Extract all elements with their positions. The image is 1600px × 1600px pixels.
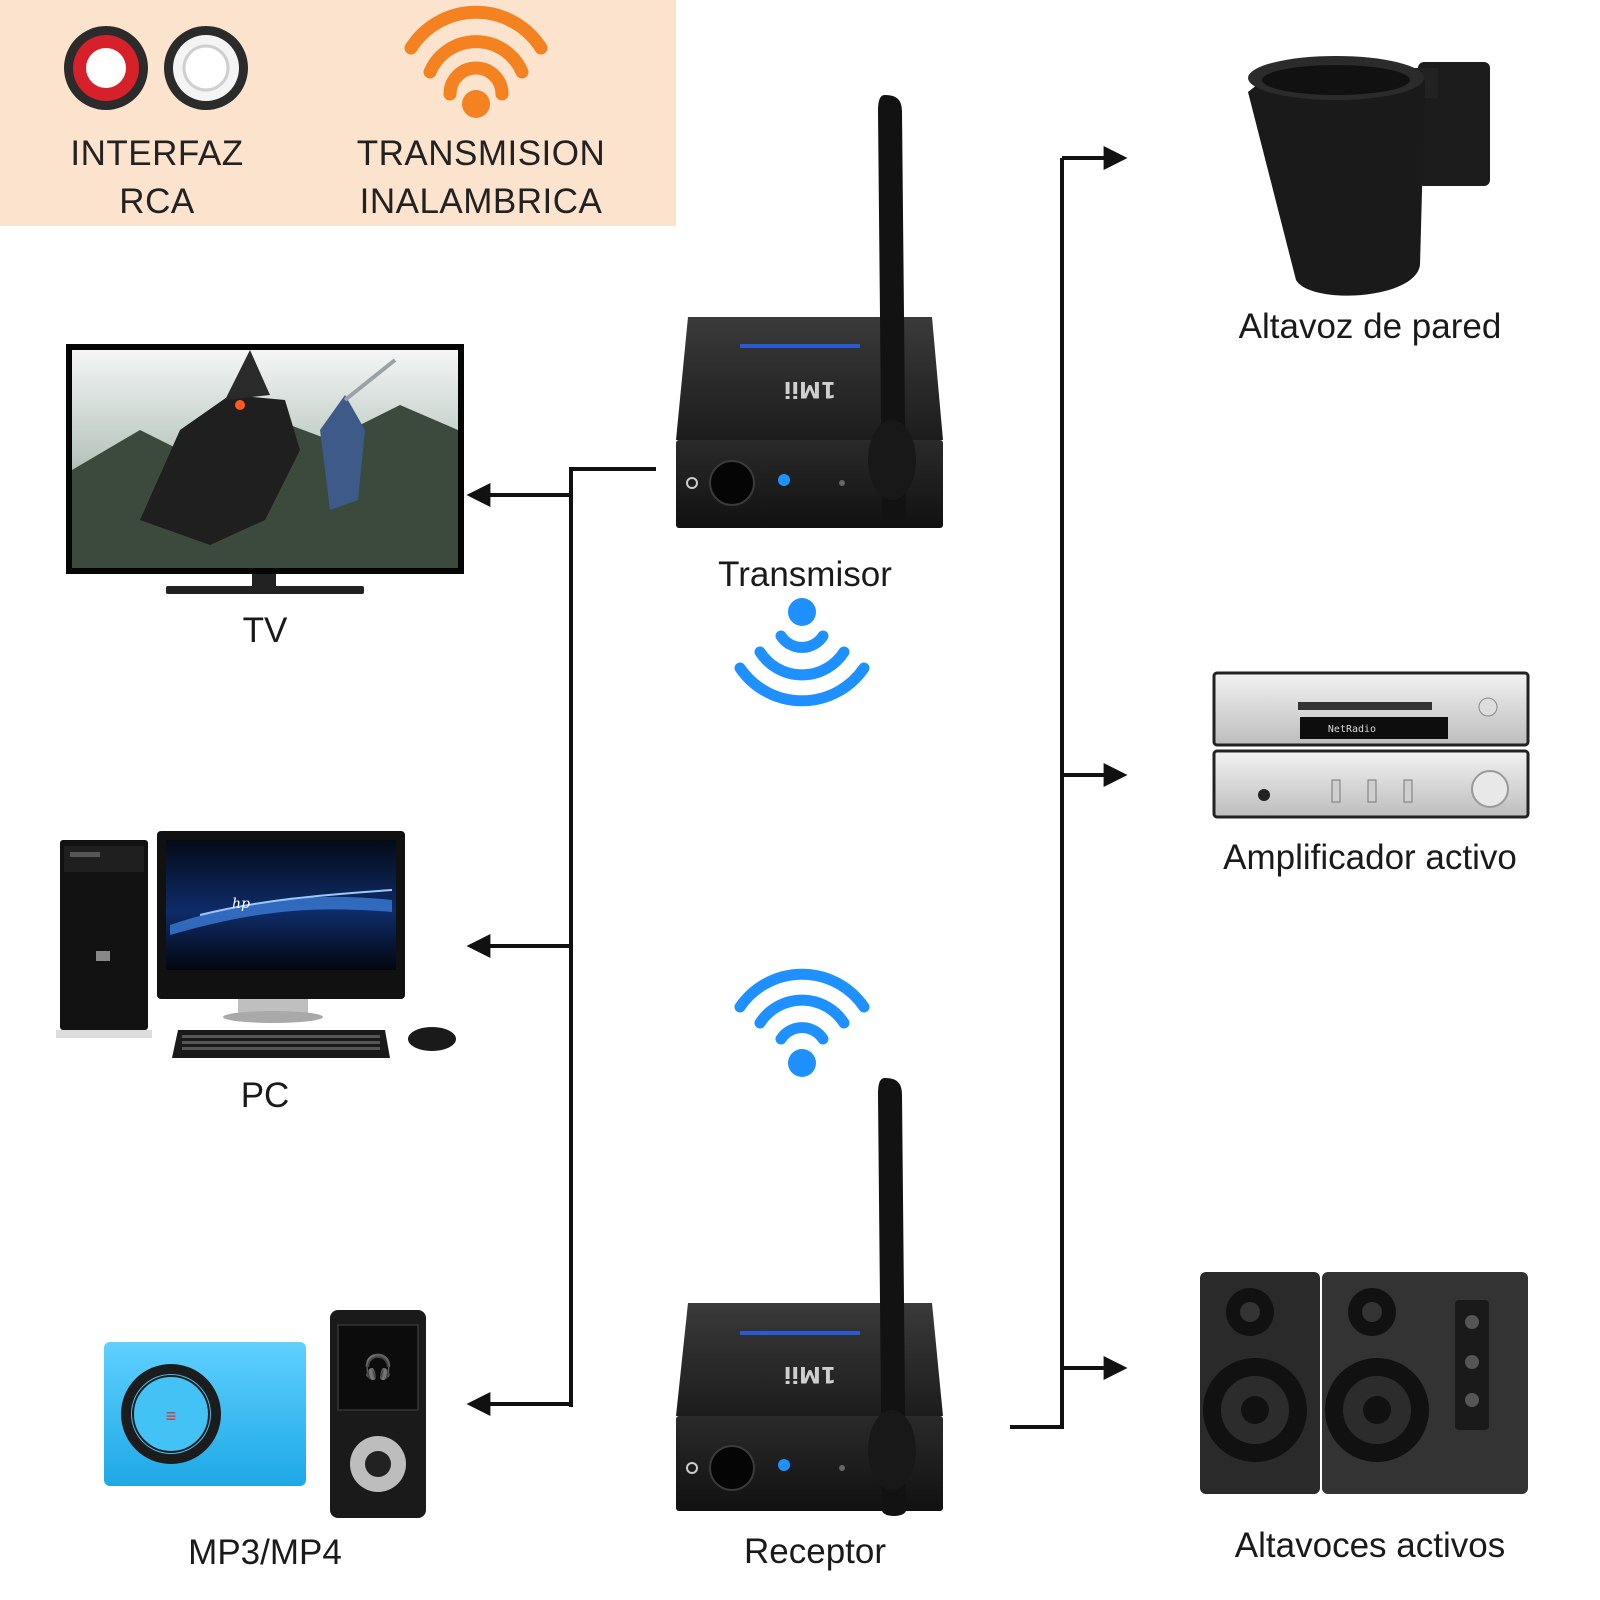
rca-legend-label: INTERFAZ RCA	[42, 130, 272, 226]
rca-connectors-icon	[64, 26, 248, 110]
wifi-icon	[404, 5, 548, 118]
source-label-pc: PC	[240, 1076, 290, 1115]
svg-text:hp: hp	[232, 896, 250, 912]
svg-text:🎧: 🎧	[363, 1353, 393, 1381]
rca-label-line2: RCA	[119, 182, 195, 221]
mp3-player-image: ≡ 🎧	[104, 1310, 426, 1518]
transmitter-label: Transmisor	[718, 555, 892, 594]
receiver-device: 1Mii	[676, 1078, 943, 1516]
transmitter-device: 1Mii	[676, 95, 943, 528]
active-speakers-image	[1200, 1272, 1528, 1494]
wireless-legend-label: TRANSMISION INALAMBRICA	[336, 130, 626, 226]
transmit-signal-icon	[734, 598, 870, 707]
amp-display-text: NetRadio	[1328, 724, 1376, 735]
receiver-brand-marking: 1Mii	[784, 1361, 836, 1386]
wall-speaker-image	[1248, 56, 1490, 296]
pc-image: hp	[56, 831, 456, 1058]
output-label-wall-speaker: Altavoz de pared	[1238, 307, 1502, 346]
source-connector-lines	[466, 467, 656, 1416]
receive-signal-icon	[734, 968, 870, 1077]
svg-text:≡: ≡	[166, 1406, 177, 1426]
receiver-label: Receptor	[743, 1532, 887, 1571]
output-connector-lines	[1010, 146, 1128, 1429]
output-label-amplifier: Amplificador activo	[1223, 838, 1517, 877]
source-label-tv: TV	[242, 611, 288, 650]
transmitter-brand-marking: 1Mii	[784, 376, 836, 401]
source-label-mp3: MP3/MP4	[188, 1533, 342, 1572]
tv-image	[66, 344, 464, 594]
rca-label-line1: INTERFAZ	[70, 134, 244, 173]
output-label-active-speakers: Altavoces activos	[1234, 1526, 1506, 1565]
wireless-label-line2: INALAMBRICA	[359, 182, 603, 221]
amplifier-image: NetRadio	[1212, 671, 1530, 819]
wireless-label-line1: TRANSMISION	[356, 134, 606, 173]
